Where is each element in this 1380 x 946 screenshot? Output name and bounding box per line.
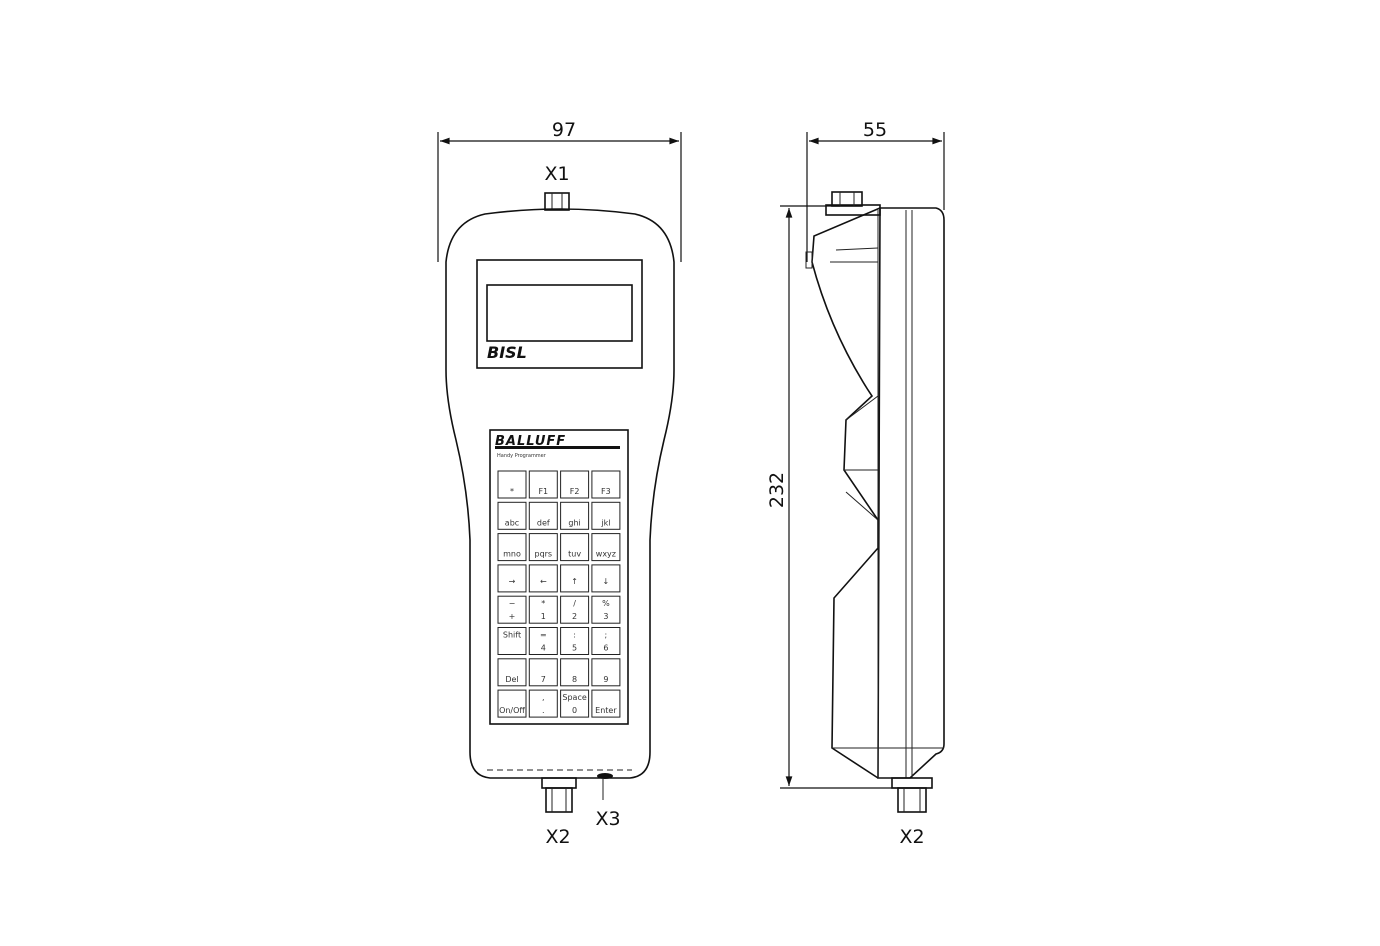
- depth-dimension: 55: [806, 119, 945, 262]
- keypad-key: [591, 470, 621, 499]
- keypad-key-label: →: [509, 577, 516, 586]
- keypad-key: [560, 627, 590, 655]
- keypad-key-label: ↓: [603, 577, 610, 586]
- keypad-key-label: 5: [572, 644, 577, 653]
- keypad-key: [528, 658, 558, 687]
- keypad-key: [560, 501, 590, 530]
- keypad-key-label: 2: [572, 612, 577, 621]
- keypad-key-label: def: [537, 518, 550, 527]
- keypad-key: [560, 564, 590, 593]
- keypad-key-top-label: Shift: [503, 631, 521, 640]
- keypad-key-label: 7: [541, 675, 546, 684]
- keypad-key-label: jkl: [600, 518, 610, 527]
- keypad-key: [528, 564, 558, 593]
- keypad-key: [528, 533, 558, 562]
- x2-side-label: X2: [899, 826, 924, 848]
- keypad-key-top-label: :: [573, 631, 576, 640]
- model-label: Handy Programmer: [497, 453, 547, 459]
- balluff-logo: BALLUFF: [495, 434, 566, 449]
- keypad-key: [591, 627, 621, 655]
- keypad-key-label: F2: [570, 487, 580, 496]
- keypad-key-label: pqrs: [534, 550, 552, 559]
- keypad-key-label: *: [510, 487, 514, 496]
- keypad-keys: * F1 F2 F3 abc def ghi jkl mno pqrs tuv wxyz → ← ↑ ↓ − + *…: [497, 470, 621, 718]
- keypad-key: [560, 689, 590, 718]
- keypad-key-top-label: ;: [605, 631, 608, 640]
- keypad-key: [528, 627, 558, 655]
- keypad-key-top-label: =: [540, 631, 547, 640]
- keypad-key-label: wxyz: [596, 550, 616, 559]
- keypad-key-label: 6: [603, 644, 608, 653]
- keypad-key-label: ↑: [571, 577, 578, 586]
- keypad-key: [497, 533, 527, 562]
- keypad-key-label: Enter: [595, 706, 617, 715]
- keypad-key-top-label: *: [541, 599, 545, 608]
- keypad-key-label: +: [509, 612, 516, 621]
- keypad-key: [560, 658, 590, 687]
- keypad-key-label: Del: [505, 675, 518, 684]
- keypad-key: [497, 689, 527, 718]
- keypad-key: [591, 564, 621, 593]
- keypad-key-label: F3: [601, 487, 611, 496]
- keypad-key: [497, 470, 527, 499]
- display-panel: BISL: [476, 259, 643, 369]
- keypad-key: [497, 501, 527, 530]
- keypad-key: [591, 689, 621, 718]
- keypad-key: [560, 595, 590, 624]
- keypad-key-top-label: −: [509, 599, 516, 608]
- keypad-key: [591, 533, 621, 562]
- keypad-key-label: On/Off: [499, 706, 525, 715]
- keypad-key-top-label: /: [573, 599, 576, 608]
- width-label: 97: [552, 119, 576, 141]
- x1-label: X1: [544, 163, 569, 185]
- keypad-key-label: abc: [505, 518, 519, 527]
- x2-front-label: X2: [545, 826, 570, 848]
- keypad-key-label: 4: [541, 644, 546, 653]
- keypad-key-label: ghi: [568, 518, 580, 527]
- x3-label: X3: [595, 808, 620, 830]
- keypad-key-top-label: ,: [542, 693, 545, 702]
- keypad-key-label: mno: [503, 550, 521, 559]
- keypad-key-label: tuv: [568, 550, 581, 559]
- keypad-key-label: .: [542, 706, 545, 715]
- keypad-key: [528, 470, 558, 499]
- keypad-key-label: 1: [541, 612, 546, 621]
- housing-side-outline: X2: [805, 191, 945, 848]
- keypad-key-label: F1: [538, 487, 548, 496]
- keypad-key-label: 0: [572, 706, 577, 715]
- bottom-connectors: X2 X3: [487, 769, 632, 848]
- bisl-logo: BISL: [487, 343, 527, 362]
- keypad-key: [528, 595, 558, 624]
- height-label: 232: [766, 472, 788, 508]
- keypad-key: [528, 501, 558, 530]
- depth-label: 55: [863, 119, 887, 141]
- keypad-key-label: 3: [603, 612, 608, 621]
- keypad-key: [528, 689, 558, 718]
- keypad-panel: BALLUFF Handy Programmer * F1 F2 F3 abc def gh…: [489, 429, 629, 725]
- keypad-key: [497, 564, 527, 593]
- keypad-key: [591, 595, 621, 624]
- keypad-key: [497, 627, 527, 655]
- height-dimension: 232: [766, 205, 900, 789]
- keypad-key: [497, 595, 527, 624]
- keypad-key: [560, 533, 590, 562]
- keypad-key-top-label: %: [602, 599, 610, 608]
- keypad-key-label: ←: [540, 577, 547, 586]
- housing-front-outline: [445, 208, 675, 779]
- keypad-key-label: 9: [603, 675, 608, 684]
- keypad-key-label: 8: [572, 675, 577, 684]
- keypad-key: [591, 658, 621, 687]
- width-dimension: 97: [437, 119, 682, 262]
- keypad-key: [560, 470, 590, 499]
- x1-connector: X1: [544, 163, 570, 211]
- keypad-key-top-label: Space: [562, 693, 586, 702]
- keypad-key: [591, 501, 621, 530]
- keypad-key: [497, 658, 527, 687]
